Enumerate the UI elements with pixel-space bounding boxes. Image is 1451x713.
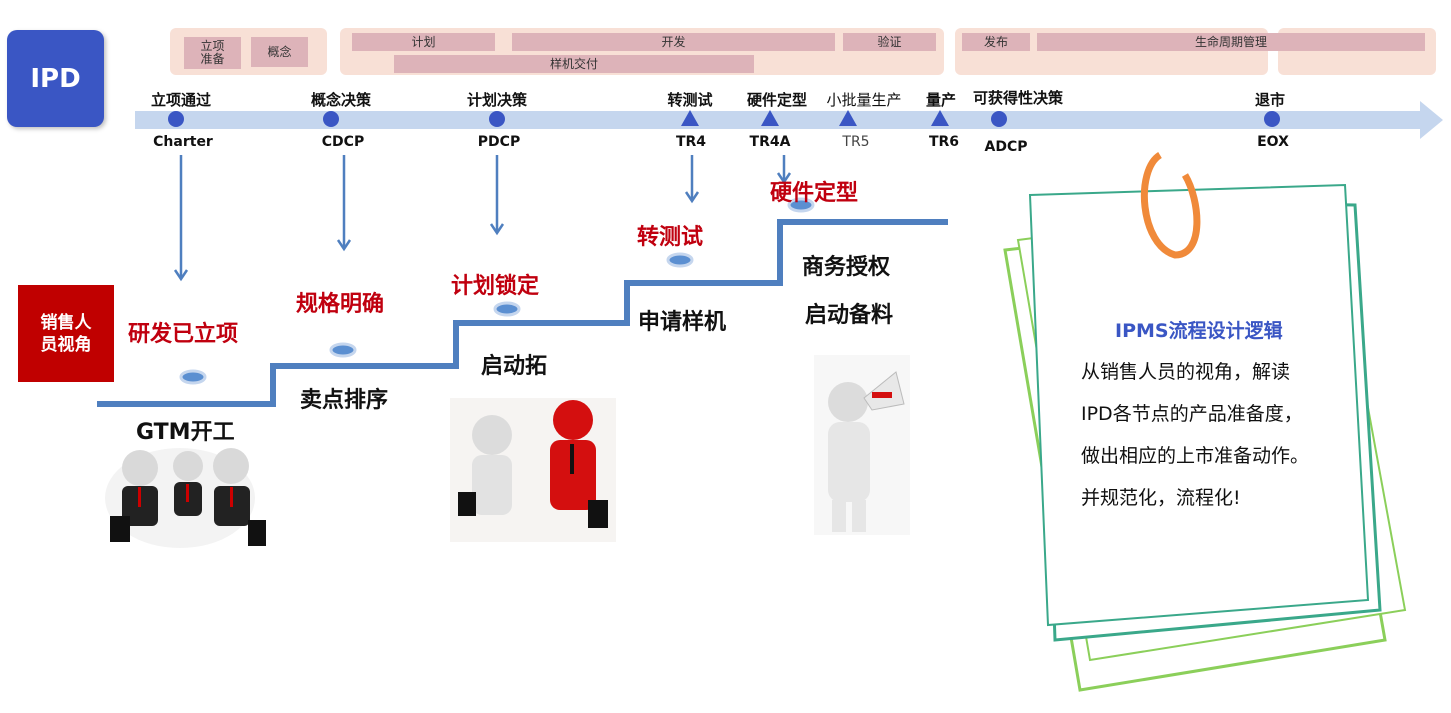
- step-dot-3: [493, 301, 521, 317]
- milestone-code-pdcp: PDCP: [477, 134, 521, 150]
- phase-concept: 概念: [251, 37, 308, 67]
- step-1-action: GTM开工: [136, 420, 235, 445]
- phase-verify: 验证: [843, 33, 936, 51]
- milestone-code-adcp: ADCP: [984, 139, 1028, 155]
- step-2-action: 卖点排序: [300, 388, 389, 413]
- step-dot-2: [329, 342, 357, 358]
- marker-cdcp: [323, 111, 339, 127]
- sales-perspective-badge: 销售人 员视角: [18, 285, 114, 382]
- milestone-label-cdcp: 概念决策: [310, 91, 372, 109]
- step-5-action-1: 商务授权: [802, 255, 891, 280]
- marker-adcp: [991, 111, 1007, 127]
- marker-eox: [1264, 111, 1280, 127]
- marker-tr6: [931, 110, 949, 126]
- note-title: IPMS流程设计逻辑: [1115, 320, 1283, 342]
- step-5-action-2: 启动备料: [805, 303, 894, 328]
- ipd-badge: IPD: [7, 30, 104, 127]
- phase-initiation: 立项 准备: [184, 37, 241, 69]
- timeline-arrow: [135, 101, 1443, 139]
- marker-pdcp: [489, 111, 505, 127]
- milestone-label-tr5: 小批量生产: [826, 91, 902, 109]
- note-line-1: 从销售人员的视角，解读: [1081, 361, 1291, 383]
- milestone-code-charter: Charter: [153, 134, 213, 150]
- step-3-status: 计划锁定: [451, 274, 540, 299]
- phase-prototype-delivery: 样机交付: [394, 55, 754, 73]
- step-dot-1: [179, 369, 207, 385]
- step-2-status: 规格明确: [296, 292, 385, 317]
- sales-box-line-2: 员视角: [40, 334, 92, 355]
- milestone-code-cdcp: CDCP: [321, 134, 365, 150]
- milestone-label-adcp: 可获得性决策: [972, 89, 1064, 107]
- megaphone-illustration: [814, 355, 910, 535]
- milestone-label-tr4: 转测试: [667, 91, 713, 109]
- phase-lifecycle: 生命周期管理: [1037, 33, 1425, 51]
- milestone-code-eox: EOX: [1257, 134, 1289, 150]
- milestone-label-eox: 退市: [1254, 91, 1286, 109]
- step-4-status: 转测试: [637, 225, 704, 250]
- stair-line: [97, 219, 948, 407]
- phase-develop: 开发: [512, 33, 835, 51]
- note-line-2: IPD各节点的产品准备度，: [1081, 403, 1303, 425]
- handshake-illustration: [450, 398, 616, 542]
- milestone-label-charter: 立项通过: [150, 91, 212, 109]
- note-line-3: 做出相应的上市准备动作。: [1081, 445, 1310, 467]
- step-1-status: 研发已立项: [128, 322, 239, 347]
- business-team-illustration: [105, 448, 266, 548]
- note-line-4: 并规范化，流程化!: [1081, 487, 1241, 509]
- milestone-code-tr4a: TR4A: [749, 134, 791, 150]
- step-3-action: 启动拓: [481, 354, 548, 379]
- milestone-label-tr4a: 硬件定型: [746, 91, 808, 109]
- step-dot-4: [666, 252, 694, 268]
- marker-tr4a: [761, 110, 779, 126]
- sales-box-line-1: 销售人: [40, 312, 92, 333]
- phase-release: 发布: [962, 33, 1030, 51]
- step-5-status: 硬件定型: [770, 181, 859, 206]
- phase-plan: 计划: [352, 33, 495, 51]
- milestone-label-tr6: 量产: [925, 91, 957, 109]
- milestone-label-pdcp: 计划决策: [466, 91, 528, 109]
- marker-charter: [168, 111, 184, 127]
- notebook-illustration: [1003, 152, 1407, 692]
- milestone-code-tr6: TR6: [928, 134, 960, 150]
- step-dot-5: [787, 197, 815, 213]
- milestone-code-tr5: TR5: [842, 134, 870, 150]
- step-4-action: 申请样机: [638, 310, 727, 335]
- marker-tr4: [681, 110, 699, 126]
- marker-tr5: [839, 110, 857, 126]
- milestone-code-tr4: TR4: [675, 134, 707, 150]
